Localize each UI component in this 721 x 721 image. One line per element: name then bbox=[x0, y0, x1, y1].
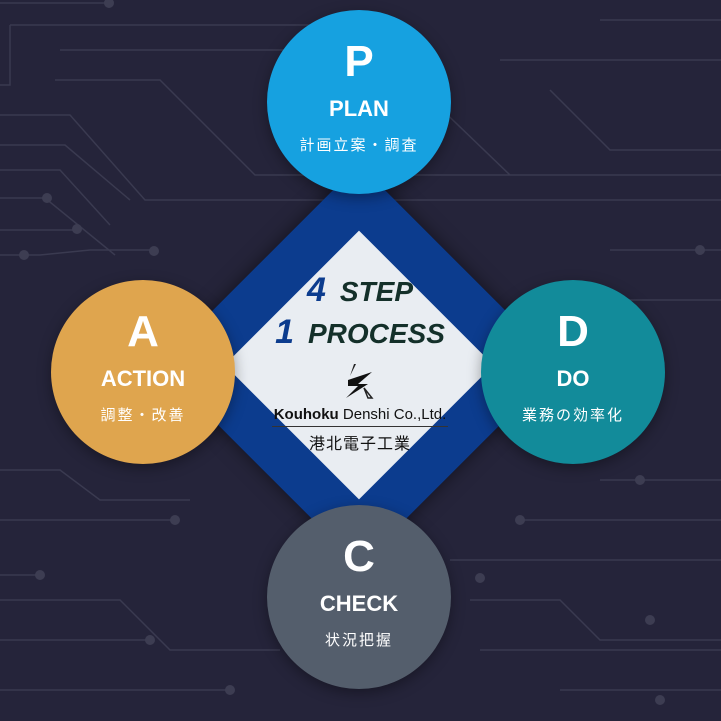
company-name-jp: 港北電子工業 bbox=[308, 434, 411, 453]
company-logo-icon bbox=[346, 364, 374, 399]
company-name-en: Kouhoku Denshi Co.,Ltd. bbox=[271, 406, 449, 427]
